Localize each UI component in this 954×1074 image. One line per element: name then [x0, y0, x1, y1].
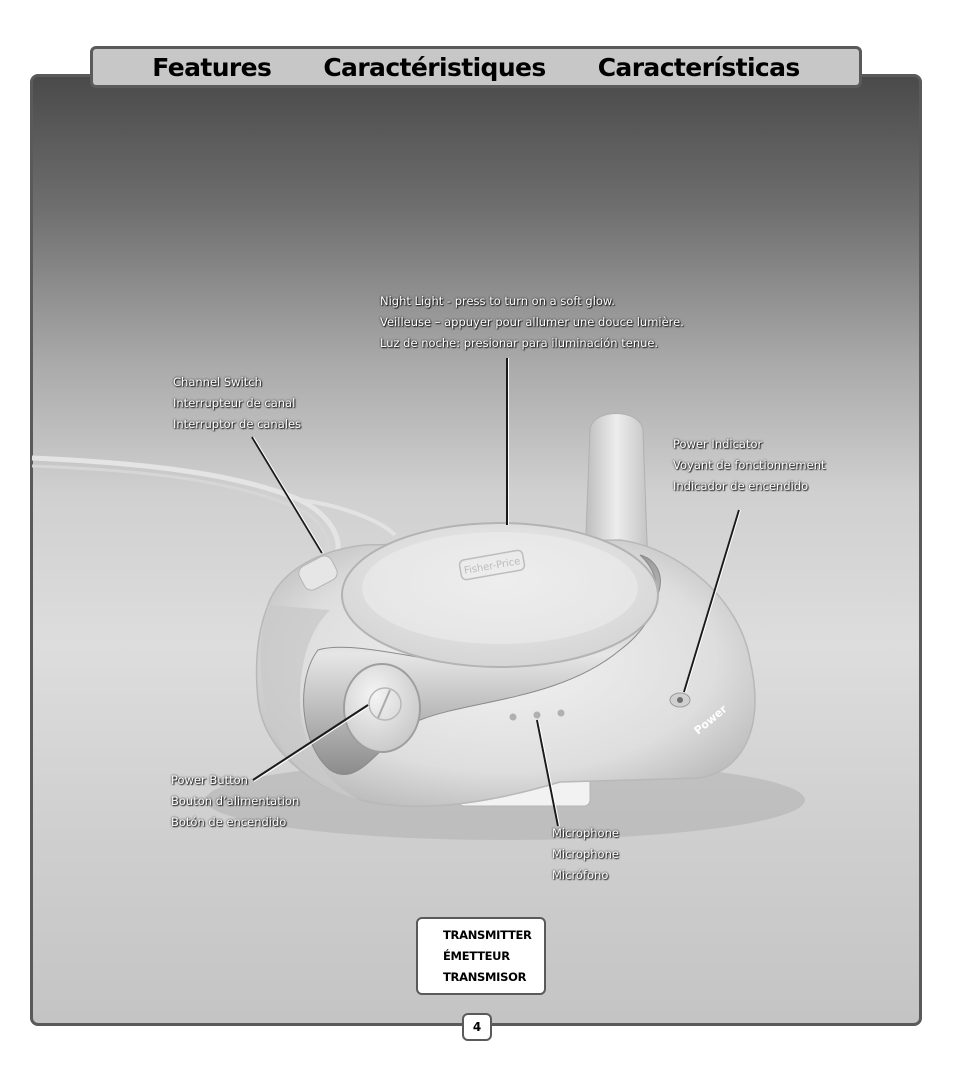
- page-number: 4: [462, 1013, 492, 1041]
- header-title-es: Características: [597, 52, 801, 82]
- night-light-fr: Veilleuse – appuyer pour allumer une dou…: [380, 315, 684, 329]
- microphone-fr: Microphone: [552, 847, 619, 861]
- night-light-es: Luz de noche: presionar para iluminación…: [380, 336, 659, 350]
- microphone-es: Micrófono: [552, 868, 609, 882]
- channel-switch: [298, 555, 338, 591]
- power-cord: [31, 455, 341, 562]
- night-light-en: Night Light - press to turn on a soft gl…: [380, 294, 615, 308]
- page-header: Features Caractéristiques Característica…: [90, 46, 862, 88]
- power-indicator-fr: Voyant de fonctionnement: [673, 458, 826, 472]
- microphone-hole: [509, 713, 517, 721]
- channel-switch-es: Interruptor de canales: [173, 417, 302, 431]
- power-indicator-es: Indicador de encendido: [673, 479, 809, 493]
- transmitter-label: TRANSMITTER ÉMETTEUR TRANSMISOR: [416, 917, 546, 995]
- unit-label-en: TRANSMITTER: [443, 928, 532, 942]
- callout-power-indicator: Power Indicator Voyant de fonctionnement…: [673, 434, 826, 497]
- callout-night-light: Night Light - press to turn on a soft gl…: [380, 291, 684, 354]
- power-button-en: Power Button: [171, 773, 248, 787]
- unit-label-es: TRANSMISOR: [443, 970, 527, 984]
- unit-label-fr: ÉMETTEUR: [443, 949, 510, 963]
- power-button-es: Botón de encendido: [171, 815, 287, 829]
- power-button-fr: Bouton d’alimentation: [171, 794, 300, 808]
- leader-power-indicator: [683, 509, 740, 693]
- antenna: [584, 413, 649, 571]
- leader-power-button: [252, 704, 369, 781]
- callout-microphone: Microphone Microphone Micrófono: [552, 823, 619, 886]
- channel-switch-fr: Interrupteur de canal: [173, 396, 296, 410]
- leader-microphone: [536, 719, 559, 827]
- microphone-hole: [557, 709, 565, 717]
- callout-power-button: Power Button Bouton d’alimentation Botón…: [171, 770, 299, 833]
- microphone-hole: [533, 711, 541, 719]
- microphone-en: Microphone: [552, 826, 619, 840]
- channel-switch-en: Channel Switch: [173, 375, 262, 389]
- leader-channel-switch: [251, 436, 323, 554]
- power-indicator-en: Power Indicator: [673, 437, 763, 451]
- header-title-fr: Caractéristiques: [323, 52, 546, 82]
- callout-channel-switch: Channel Switch Interrupteur de canal Int…: [173, 372, 301, 435]
- power-cord-2: [31, 464, 330, 566]
- header-title-en: Features: [152, 52, 272, 82]
